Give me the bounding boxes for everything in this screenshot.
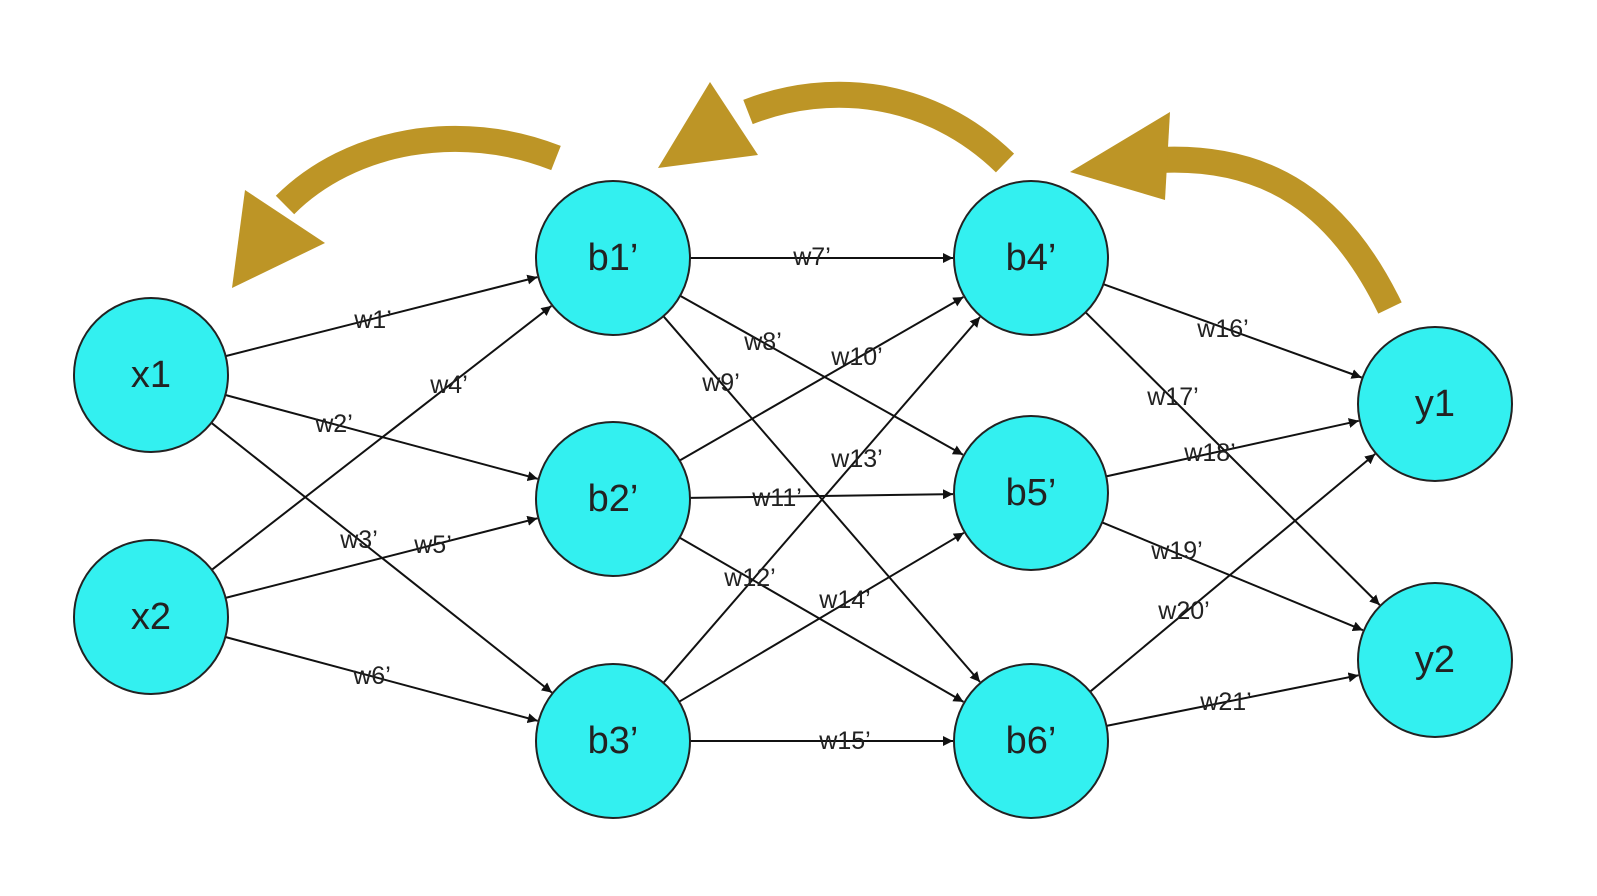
edge-weight-label: w12’ xyxy=(723,564,775,592)
edge-b3-b5 xyxy=(678,531,965,703)
backprop-arrow-head xyxy=(1070,112,1170,200)
edge-weight-label: w2’ xyxy=(314,410,353,438)
edge-weight-label: w21’ xyxy=(1199,688,1251,716)
node-b4: b4’ xyxy=(953,180,1109,336)
edge-weight-label: w6’ xyxy=(352,662,391,690)
edge-weight-label: w9’ xyxy=(701,369,740,397)
node-circle xyxy=(535,663,691,819)
edge-weight-label: w18’ xyxy=(1183,439,1235,467)
node-circle xyxy=(535,421,691,577)
node-b1: b1’ xyxy=(535,180,691,336)
node-label: x1 xyxy=(131,354,171,396)
edge-weight-label: w13’ xyxy=(830,445,882,473)
backprop-arrow-head xyxy=(658,82,758,168)
node-circle xyxy=(953,663,1109,819)
backprop-arrow xyxy=(1070,112,1402,314)
node-label: b4’ xyxy=(1006,237,1057,279)
node-b6: b6’ xyxy=(953,663,1109,819)
edge-b3-b4 xyxy=(662,316,981,684)
edge-weight-label: w5’ xyxy=(413,531,452,559)
edge-weight-label: w3’ xyxy=(339,526,378,554)
edge-weight-label: w16’ xyxy=(1196,315,1248,343)
edge-weight-label: w20’ xyxy=(1157,597,1209,625)
node-label: y1 xyxy=(1415,383,1455,425)
backprop-arrows xyxy=(232,81,1402,314)
node-x1: x1 xyxy=(73,297,229,453)
edge-b6-y2 xyxy=(1106,672,1359,727)
node-label: x2 xyxy=(131,596,171,638)
node-circle xyxy=(953,180,1109,336)
node-b2: b2’ xyxy=(535,421,691,577)
edge-x2-b1 xyxy=(211,305,553,571)
backprop-arrow-body xyxy=(275,125,561,215)
edge-weight-label: w11’ xyxy=(751,484,802,512)
edge-b6-y1 xyxy=(1089,453,1376,693)
edge-weight-label: w15’ xyxy=(818,727,870,755)
node-x2: x2 xyxy=(73,539,229,695)
edge-labels: w1’ w2’ w3’ w4’ w5’ w6’ w7’ w8’w9’ w10’ w11’ w12’ w… xyxy=(314,243,1251,755)
edge-b4-y2 xyxy=(1084,311,1381,606)
edge-x2-b2 xyxy=(225,515,538,599)
node-label: b2’ xyxy=(588,478,639,520)
edge-weight-label: w7’ xyxy=(792,243,831,271)
node-label: b3’ xyxy=(588,720,639,762)
backprop-arrow xyxy=(232,125,561,288)
node-b3: b3’ xyxy=(535,663,691,819)
edge-b5-y2 xyxy=(1101,521,1364,632)
edge-weight-label: w14’ xyxy=(818,586,870,614)
node-y1: y1 xyxy=(1357,326,1513,482)
node-b5: b5’ xyxy=(953,415,1109,571)
edge-weight-label: w8’ xyxy=(743,328,782,356)
backprop-arrow xyxy=(658,81,1015,173)
edges xyxy=(210,253,1381,746)
node-circle xyxy=(535,180,691,336)
edge-weight-label: w4’ xyxy=(429,371,468,399)
edge-weight-label: w17’ xyxy=(1146,383,1198,411)
node-label: b5’ xyxy=(1006,472,1057,514)
nodes: x1 x2 b1’ b2’ b3’ b4’ b5’ b6’ y1 y2 xyxy=(73,180,1513,819)
edge-b4-y1 xyxy=(1103,283,1362,379)
edge-weight-label: w10’ xyxy=(830,343,882,371)
node-circle xyxy=(1357,582,1513,738)
node-label: b1’ xyxy=(588,237,639,279)
node-circle xyxy=(73,539,229,695)
backprop-arrow-head xyxy=(232,190,325,288)
node-y2: y2 xyxy=(1357,582,1513,738)
edge-x2-b3 xyxy=(225,636,538,724)
edge-weight-label: w1’ xyxy=(353,306,392,334)
backprop-arrow-body xyxy=(743,81,1015,173)
edge-x1-b1 xyxy=(225,274,538,358)
edge-b2-b6 xyxy=(679,536,965,703)
backprop-arrow-body xyxy=(1159,146,1402,314)
edge-b1-b5 xyxy=(679,294,964,456)
edge-b2-b4 xyxy=(679,296,964,462)
edge-b5-y1 xyxy=(1105,418,1360,478)
edge-weight-label: w19’ xyxy=(1150,537,1202,565)
node-label: y2 xyxy=(1415,639,1455,681)
node-circle xyxy=(953,415,1109,571)
node-label: b6’ xyxy=(1006,720,1057,762)
edge-b2-b5 xyxy=(689,489,954,500)
node-circle xyxy=(1357,326,1513,482)
node-circle xyxy=(73,297,229,453)
